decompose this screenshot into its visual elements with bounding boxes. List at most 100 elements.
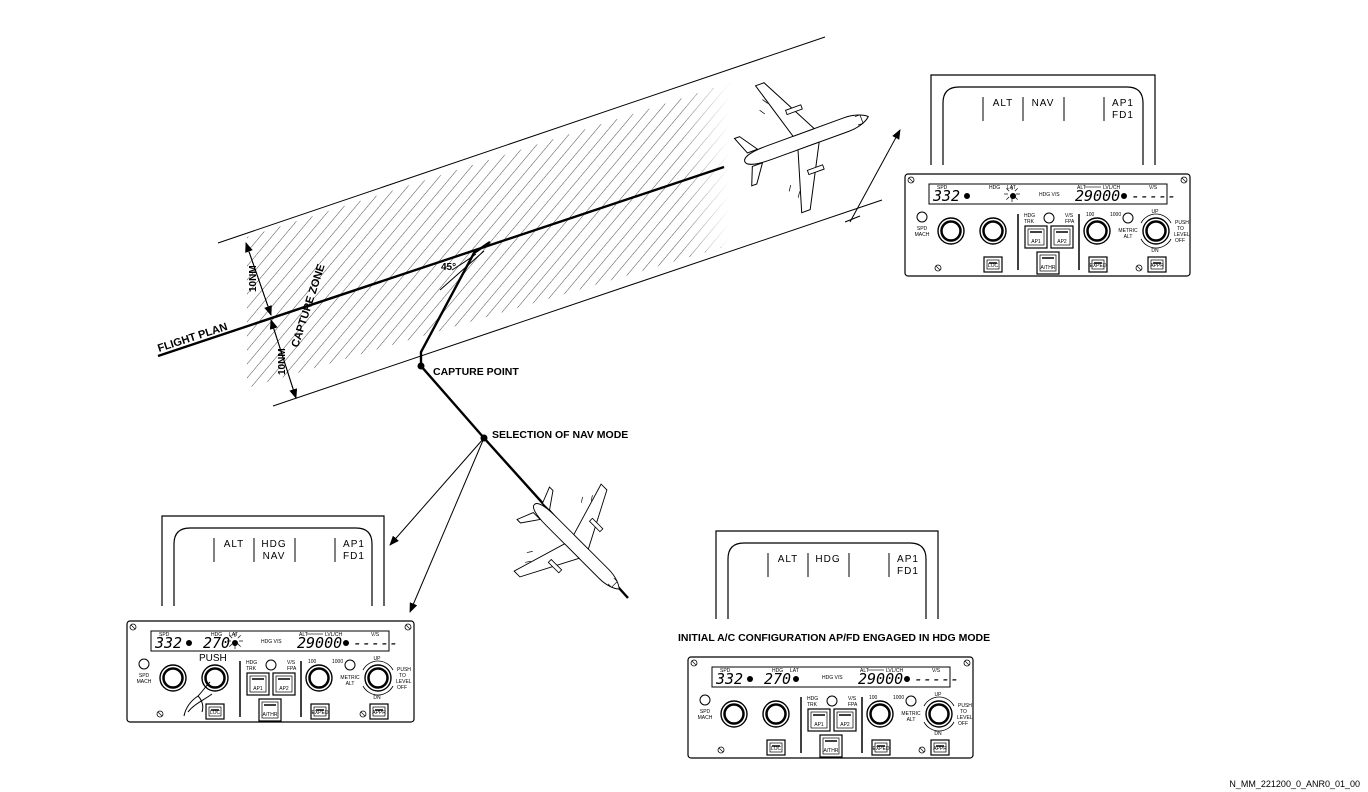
spd-mach-button[interactable] [699,694,711,706]
ap2-button-inner [1053,228,1071,246]
fma-lateral-mode: HDG [261,539,286,550]
expd-button-label: EXPED [312,710,329,716]
spd-mach-label-1: SPD [700,709,711,715]
fma-bezel [930,74,1156,165]
fma-vertical-mode: ALT [778,554,799,565]
screw-slot [405,624,411,630]
lat-window-label: LAT [790,668,799,674]
vs-up-label: UP [374,656,382,662]
lat-window-label: LAT [229,632,238,638]
flight-plan-label: FLIGHT PLAN [156,321,229,355]
vs-fpa-label-1: V/S [848,696,857,702]
push-to-level-off-1: PUSH [397,667,411,673]
metric-alt-button[interactable] [344,659,356,671]
push-to-level-off-4: OFF [1175,238,1185,244]
flash-ray [237,635,241,639]
speed-managed-dot [747,676,753,682]
expd-button-label: EXPED [1090,263,1107,269]
hdg-vs-trk-fpa-button[interactable] [1043,212,1055,224]
spd-mach-button[interactable] [138,658,150,670]
ap2-button-inner [275,675,293,693]
heading-value: 270 [764,670,791,688]
athr-button-inner [822,737,840,755]
vs-down-arc [362,685,394,696]
altitude-value: 29000 [858,670,903,688]
zone-width-dimension [245,242,298,399]
fma-ap-status: AP1 [897,554,919,565]
metric-label-2: ALT [1124,234,1133,240]
lvl-ch-window-label: LVL/CH [325,632,343,638]
hdg-vs-trk-fpa-button[interactable] [826,695,838,707]
spd-mach-button[interactable] [916,211,928,223]
metric-label-1: METRIC [340,675,360,681]
lvl-ch-window-label: LVL/CH [886,668,904,674]
alt-1000-label: 1000 [893,695,904,701]
loc-button-inner [986,259,1000,270]
athr-button-label: A/THR [263,712,278,718]
screw-slot [1181,177,1187,183]
loc-button-inner [769,742,783,753]
fma-bezel [161,515,385,606]
speed-managed-dot [186,640,192,646]
alt-window-label: ALT [299,632,308,638]
push-to-level-off-4: OFF [397,685,407,691]
heading-managed-dot [793,676,799,682]
athr-button-inner [1039,254,1057,272]
fma-lateral-mode: NAV [1032,98,1055,109]
fma-fd-status: FD1 [897,566,919,577]
hdg-trk-label-2: TRK [807,702,818,708]
vs-fpa-label-2: FPA [287,666,297,672]
heading-value: 270 [203,634,230,652]
ap2-button-inner [836,711,854,729]
screw-slot [935,265,941,271]
push-annotation: PUSH [199,653,227,664]
flash-ray [1006,188,1010,192]
vs-knob-cap [1145,220,1167,242]
fma-fd-status: FD1 [1112,110,1134,121]
ap2-button-label: AP2 [1057,239,1067,245]
metric-alt-button[interactable] [905,695,917,707]
speed-value: 332 [715,670,743,688]
screw-slot [691,660,697,666]
spd-mach-label-2: MACH [915,232,930,238]
loc-button-inner [208,706,222,717]
speed-managed-dot [964,193,970,199]
hdg-vs-trk-fpa-button[interactable] [265,659,277,671]
altitude-managed-dot [1121,193,1127,199]
speed-knob-cap [723,703,745,725]
vertical-speed-value: ----- [353,634,398,652]
aircraft-initial-icon [489,459,664,634]
vs-dn-label: DN [1151,248,1159,254]
speed-value: 332 [932,187,960,205]
expd-button-inner [1091,259,1105,270]
heading-knob-cap [204,667,226,689]
fma-vertical-mode: ALT [993,98,1014,109]
ap2-button-label: AP2 [279,686,289,692]
ap1-button-inner [1027,228,1045,246]
spd-window-label: SPD [720,668,731,674]
zone-lower-width-label: 10NM [277,348,288,375]
vertical-speed-value: ----- [1131,187,1176,205]
spd-mach-label-1: SPD [139,673,150,679]
hdg-trk-label-1: HDG [1024,213,1035,219]
alt-100-label: 100 [308,659,317,665]
flash-ray [237,643,241,647]
vertical-speed-value: ----- [914,670,959,688]
ap1-button-inner [810,711,828,729]
metric-alt-button[interactable] [1122,212,1134,224]
push-to-level-off-1: PUSH [1175,220,1189,226]
expd-button-inner [874,742,888,753]
flash-ray [229,635,233,639]
athr-button-label: A/THR [824,748,839,754]
screw-slot [1136,265,1142,271]
heading-knob-cap [765,703,787,725]
aircraft-trajectory [419,241,629,599]
ap2-button-label: AP2 [840,722,850,728]
angle-arc [451,253,477,271]
appr-button-label: APPR [933,746,947,752]
